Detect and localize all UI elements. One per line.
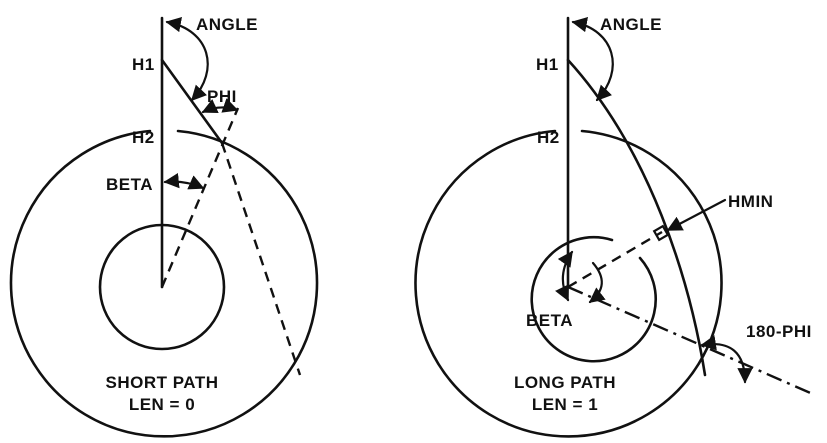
short-phi-label: PHI <box>207 87 237 106</box>
long-caption-line1: LONG PATH <box>514 373 616 392</box>
long-hmin-label: HMIN <box>728 192 773 211</box>
long-caption-line2: LEN = 1 <box>532 395 598 414</box>
long-hmin-dashed <box>567 230 663 289</box>
long-dashdot-line <box>567 285 816 397</box>
short-path-diagram: ANGLE H1 H2 PHI BETA SHORT PATH LEN = 0 <box>9 15 319 438</box>
long-hmin-square <box>652 224 670 242</box>
long-angle-label: ANGLE <box>600 15 662 34</box>
long-inner-circle <box>530 235 658 363</box>
long-path-diagram: ANGLE H1 H2 HMIN BETA 180-PHI LONG PATH … <box>414 15 816 438</box>
long-h2-label: H2 <box>537 128 560 147</box>
long-beta-label: BETA <box>526 311 573 330</box>
short-beta-dashed <box>160 107 240 288</box>
short-beta-arc <box>163 172 205 190</box>
short-h2-label: H2 <box>132 128 155 147</box>
short-ray-dashed <box>220 142 302 376</box>
long-beta-arc-2 <box>588 261 606 304</box>
long-outer-circle <box>414 129 723 438</box>
short-angle-label: ANGLE <box>196 15 258 34</box>
short-outer-circle <box>9 129 319 438</box>
long-h1-label: H1 <box>536 55 559 74</box>
long-phi-arc <box>700 335 753 384</box>
short-beta-label: BETA <box>106 175 153 194</box>
short-angle-arc <box>165 16 209 102</box>
long-ray-curve <box>566 58 707 377</box>
long-angle-arc <box>571 17 614 102</box>
short-caption-line1: SHORT PATH <box>106 373 219 392</box>
long-phi-label: 180-PHI <box>746 322 812 341</box>
long-beta-arc <box>555 250 574 302</box>
short-h1-label: H1 <box>132 55 155 74</box>
short-phi-arc <box>201 98 239 114</box>
short-caption-line2: LEN = 0 <box>129 395 195 414</box>
long-hmin-arrow <box>666 198 727 232</box>
